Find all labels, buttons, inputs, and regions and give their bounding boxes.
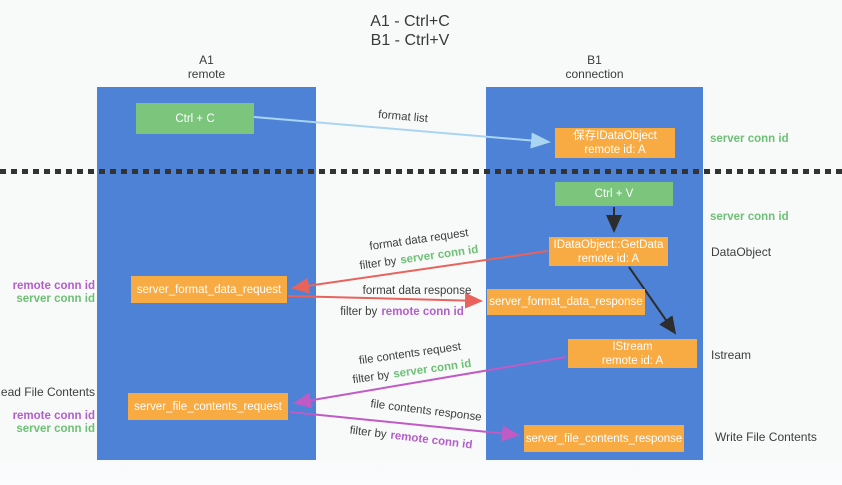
node-istream: IStream remote id: A <box>568 339 697 368</box>
node-server-format-data-response: server_format_data_response <box>487 289 645 315</box>
right-label-server-conn-id-mid: server conn id <box>710 211 789 223</box>
node-server-file-contents-request: server_file_contents_request <box>128 393 288 420</box>
filter-by-text: filter by <box>340 306 378 318</box>
node-istream-line1: IStream <box>612 340 653 353</box>
right-label-write-file-contents: Write File Contents <box>715 430 817 444</box>
title-line-2: B1 - Ctrl+V <box>370 32 450 49</box>
node-ctrl-c-label: Ctrl + C <box>175 112 215 125</box>
right-label-server-conn-id-top: server conn id <box>710 133 789 145</box>
node-server-file-contents-response-label: server_file_contents_response <box>525 432 683 445</box>
lane-a-header: A1 remote <box>97 53 316 81</box>
node-ctrl-v: Ctrl + V <box>555 182 673 206</box>
node-idataobject-getdata-line1: IDataObject::GetData <box>553 238 664 251</box>
filter-by-text: filter by <box>351 369 391 387</box>
lane-b-header: B1 connection <box>486 53 703 81</box>
node-server-file-contents-request-label: server_file_contents_request <box>134 400 282 413</box>
title-line-1: A1 - Ctrl+C <box>370 13 450 30</box>
lane-a-role: remote <box>187 67 226 81</box>
label-format-data-response: format data response <box>362 285 472 297</box>
remote-conn-id-text: remote conn id <box>389 429 474 452</box>
node-idataobject-getdata: IDataObject::GetData remote id: A <box>549 237 668 266</box>
server-conn-id-text: server conn id <box>392 357 473 381</box>
server-conn-id-text: server conn id <box>399 243 480 267</box>
node-ctrl-v-label: Ctrl + V <box>594 188 634 200</box>
node-idataobject-getdata-line2: remote id: A <box>577 252 640 265</box>
filter-by-text: filter by <box>358 255 398 273</box>
node-save-idataobject: 保存IDataObject remote id: A <box>555 128 675 158</box>
label-file-contents-response: file contents response <box>369 398 483 424</box>
node-save-idataobject-line2: remote id: A <box>584 144 646 156</box>
node-save-idataobject-line1: 保存IDataObject <box>573 130 657 142</box>
left-label-remote-conn-id-top: remote conn id <box>12 280 95 292</box>
left-label-remote-conn-id-bottom: remote conn id <box>12 410 95 422</box>
node-ctrl-c: Ctrl + C <box>136 103 254 134</box>
lane-a-id: A1 <box>199 53 214 67</box>
session-divider-dashed-line <box>0 169 842 174</box>
node-server-format-data-response-label: server_format_data_response <box>489 296 643 308</box>
right-label-istream: Istream <box>711 348 752 362</box>
filter-by-text: filter by <box>348 424 388 441</box>
label-format-list: format list <box>377 108 429 126</box>
lane-b-id: B1 <box>587 53 602 67</box>
diagram-title: A1 - Ctrl+C B1 - Ctrl+V <box>290 12 530 50</box>
node-server-file-contents-response: server_file_contents_response <box>524 425 684 452</box>
node-server-format-data-request: server_format_data_request <box>131 276 287 303</box>
remote-conn-id-text: remote conn id <box>381 306 464 318</box>
lane-b-role: connection <box>565 67 624 81</box>
right-label-dataobject: DataObject <box>711 245 772 259</box>
node-istream-line2: remote id: A <box>601 354 664 367</box>
node-server-format-data-request-label: server_format_data_request <box>136 283 282 296</box>
left-label-server-conn-id-top: server conn id <box>16 293 95 305</box>
left-label-server-conn-id-bottom: server conn id <box>16 423 95 435</box>
left-label-read-file-contents: Read File Contents <box>0 385 95 399</box>
